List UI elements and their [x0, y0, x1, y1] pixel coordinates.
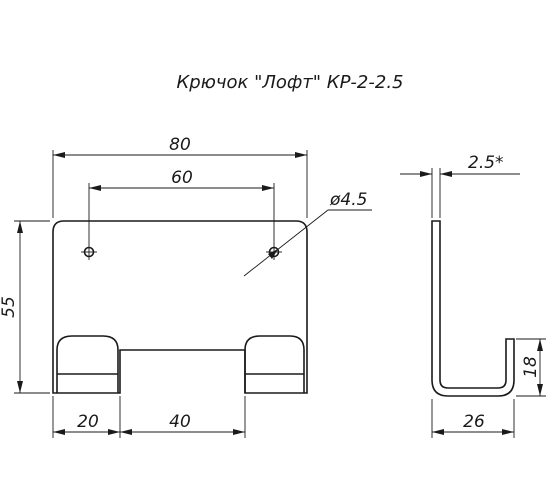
dim-hook-depth: 26 [431, 399, 515, 438]
left-hook-lug [56, 335, 119, 393]
dim-label-20: 20 [77, 412, 99, 432]
dim-thickness: 2.5* [400, 153, 520, 218]
right-hook-lug [244, 335, 305, 393]
dim-label-55: 55 [0, 296, 19, 318]
dim-bottom: 20 40 [52, 396, 246, 438]
dim-hole-spacing: 60 [88, 168, 275, 244]
front-view [52, 220, 308, 394]
dim-overall-height: 55 [0, 220, 50, 394]
side-view [431, 220, 515, 397]
dim-hole-diameter: ø4.5 [243, 190, 372, 277]
dim-label-thickness: 2.5* [468, 153, 504, 173]
dim-label-60: 60 [171, 168, 193, 188]
dim-label-80: 80 [169, 135, 191, 155]
hook-profile [431, 220, 515, 397]
drawing-title: Крючок "Лофт" КР-2-2.5 [176, 72, 403, 93]
plate-outline [52, 220, 308, 394]
dim-label-26: 26 [463, 412, 485, 432]
dim-hook-height: 18 [516, 338, 546, 397]
dim-label-hole-diameter: ø4.5 [329, 190, 367, 210]
dim-label-40: 40 [169, 412, 191, 432]
dim-overall-width: 80 [52, 135, 308, 218]
dim-label-18: 18 [521, 356, 541, 378]
